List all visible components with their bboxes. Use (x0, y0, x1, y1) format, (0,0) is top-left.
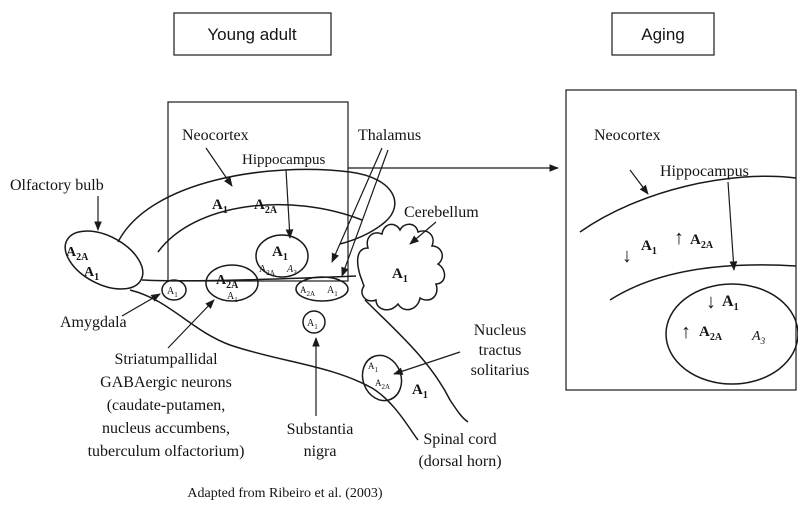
nts-a1-inner: A1 (368, 361, 379, 374)
olfactory-bulb-shape (56, 219, 153, 301)
striatum-a2a: A2A (216, 273, 239, 291)
aging-hippocampus-arrow (728, 182, 734, 270)
caption: Adapted from Ribeiro et al. (2003) (187, 486, 383, 501)
striatum-label-3: (caudate-putamen, (107, 397, 226, 414)
aging-neocortex-a2a: A2A (690, 232, 714, 251)
thalamus-arrow-2 (342, 150, 388, 276)
substantia-label-1: Substantia (287, 421, 354, 438)
aging-neocortex-arrow (630, 170, 648, 194)
aging-neocortex-label: Neocortex (594, 127, 661, 144)
cerebellum-label: Cerebellum (404, 204, 479, 221)
nts-arrow (394, 352, 460, 374)
thalamus-arrow-1 (332, 148, 382, 262)
striatum-label-5: tuberculum olfactorium) (88, 443, 245, 460)
aging-cortex-arc-inner (610, 265, 796, 300)
neocortex-label: Neocortex (182, 127, 249, 144)
aging-hippo-down-arrow: ↓ (706, 291, 716, 313)
nts-label-3: solitarius (471, 362, 530, 379)
aging-hippo-a3: A3 (751, 329, 766, 346)
substantia-a1: A1 (307, 318, 318, 331)
amygdala-a1: A1 (167, 286, 178, 299)
nts-label-1: Nucleus (474, 322, 526, 339)
hippocampus-label: Hippocampus (242, 152, 325, 168)
amygdala-arrow (122, 294, 160, 316)
aging-hippocampus-label: Hippocampus (660, 163, 749, 180)
hippocampus-arrow (286, 170, 290, 238)
striatum-label-1: Striatumpallidal (114, 351, 218, 368)
neocortex-a2a: A2A (254, 197, 278, 216)
aging-hippo-a2a: A2A (699, 324, 723, 343)
aging-down-arrow-a1: ↓ (622, 245, 632, 267)
hippocampus-a2a: A2A (259, 264, 275, 277)
aging-up-arrow-a2a: ↑ (674, 227, 684, 249)
thalamus-label: Thalamus (358, 127, 421, 144)
brainstem-upper (365, 300, 468, 422)
young-adult-title: Young adult (207, 25, 296, 44)
nts-a2a: A2A (375, 378, 390, 391)
striatum-arrow (168, 300, 214, 348)
striatum-label-4: nucleus accumbens, (102, 420, 230, 437)
hippocampus-a1: A1 (272, 244, 288, 263)
olfactory-bulb-label: Olfactory bulb (10, 177, 104, 194)
striatum-label-2: GABAergic neurons (100, 374, 232, 391)
substantia-label-2: nigra (304, 443, 337, 460)
aging-title-box: Aging (612, 13, 714, 55)
aging-cortex-arc-outer (580, 176, 796, 232)
aging-neocortex-a1: A1 (641, 238, 657, 257)
neocortex-arrow (206, 148, 232, 186)
striatum-a1: A1 (227, 291, 238, 304)
aging-hippo-up-arrow: ↑ (681, 321, 691, 343)
young-adult-title-box: Young adult (174, 13, 331, 55)
aging-contents: Neocortex Hippocampus ↓ A1 ↑ A2A ↓ A1 ↑ … (580, 127, 798, 384)
nts-label-2: tractus (479, 342, 522, 359)
receptor-labels: A1 A2A A2A A1 A1 A2A A3 A2A A1 A1 A2A A1… (66, 197, 428, 401)
aging-title: Aging (641, 25, 684, 44)
thalamus-a1: A1 (327, 285, 338, 298)
spinal-cord-label-1: Spinal cord (423, 431, 496, 448)
aging-hippo-a1: A1 (722, 293, 739, 313)
cerebellum-a1: A1 (392, 266, 408, 285)
amygdala-label: Amygdala (60, 314, 127, 331)
region-labels: Neocortex Hippocampus Thalamus Olfactory… (10, 127, 529, 470)
nts-a1: A1 (412, 382, 428, 401)
nts-ellipse (356, 350, 407, 406)
spinal-cord-label-2: (dorsal horn) (418, 453, 501, 470)
